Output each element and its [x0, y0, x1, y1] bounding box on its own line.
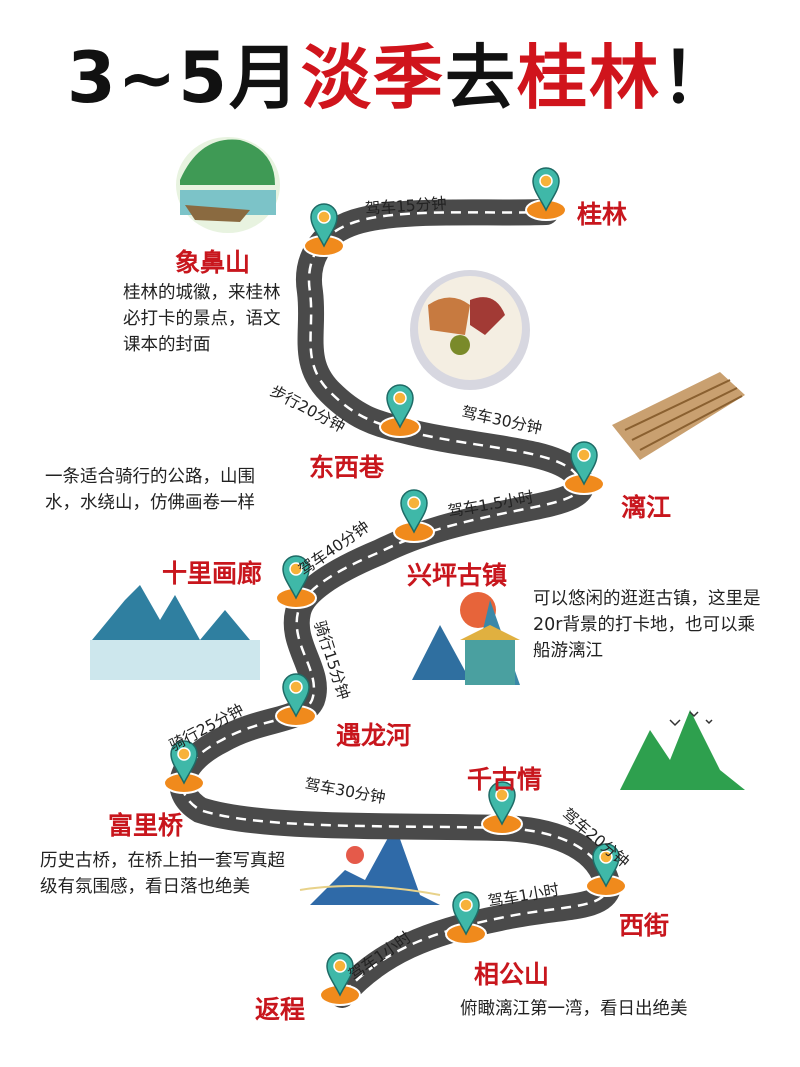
desc-xingping-town: 可以悠闲的逛逛古镇，这里是20r背景的打卡地，也可以乘船游漓江 [533, 589, 761, 661]
stop-fuli-bridge: 富里桥 [108, 811, 184, 840]
map-pin-icon [481, 781, 523, 835]
karst-landscape-illustration [90, 585, 260, 680]
title-months: 3~5月 [66, 37, 302, 119]
title-exclaim: ！ [661, 37, 734, 119]
map-pin-icon [275, 555, 317, 609]
stop-elephant-trunk-hill: 象鼻山 [175, 248, 251, 277]
ancient-town-illustration [412, 592, 520, 685]
desc-fuli-bridge: 历史古桥，在桥上拍一套写真超级有氛围感，看日落也绝美 [40, 851, 285, 897]
desc-elephant-trunk-hill: 桂林的城徽，来桂林必打卡的景点，语文课本的封面 [123, 283, 281, 355]
stop-xingping-town: 兴坪古镇 [407, 561, 508, 590]
page-title: 3~5月淡季去桂林！ [0, 22, 800, 123]
map-pin-icon [319, 952, 361, 1006]
desc-xianggong-hill: 俯瞰漓江第一湾，看日出绝美 [460, 999, 688, 1019]
stop-shili-gallery: 十里画廊 [162, 559, 263, 588]
blue-peak-illustration [299, 825, 441, 905]
title-offseason: 淡季 [301, 37, 446, 119]
stop-return: 返程 [255, 995, 306, 1024]
bamboo-raft-illustration [612, 372, 745, 460]
green-mountains-illustration [620, 710, 745, 790]
map-pin-icon [163, 740, 205, 794]
map-pin-icon [275, 673, 317, 727]
title-go: 去 [445, 37, 518, 119]
map-pin-icon [393, 489, 435, 543]
map-pin-icon [303, 203, 345, 257]
map-pin-icon [379, 384, 421, 438]
map-pin-icon [445, 891, 487, 945]
desc-shili-gallery: 一条适合骑行的公路，山围水，水绕山，仿佛画卷一样 [45, 467, 255, 513]
stop-xianggong-hill: 相公山 [474, 960, 550, 989]
stop-li-river: 漓江 [621, 493, 672, 522]
title-guilin: 桂林 [517, 37, 662, 119]
stop-guilin: 桂林 [577, 200, 628, 229]
map-pin-icon [525, 167, 567, 221]
stop-yulong-river: 遇龙河 [336, 721, 412, 750]
stop-qianguqing: 千古情 [467, 765, 543, 794]
rice-noodle-bowl-illustration [410, 270, 530, 390]
map-pin-icon [563, 441, 605, 495]
map-pin-icon [585, 843, 627, 897]
stop-dongxi-lane: 东西巷 [309, 453, 385, 482]
elephant-hill-illustration [176, 137, 280, 233]
stop-west-street: 西街 [619, 911, 670, 940]
